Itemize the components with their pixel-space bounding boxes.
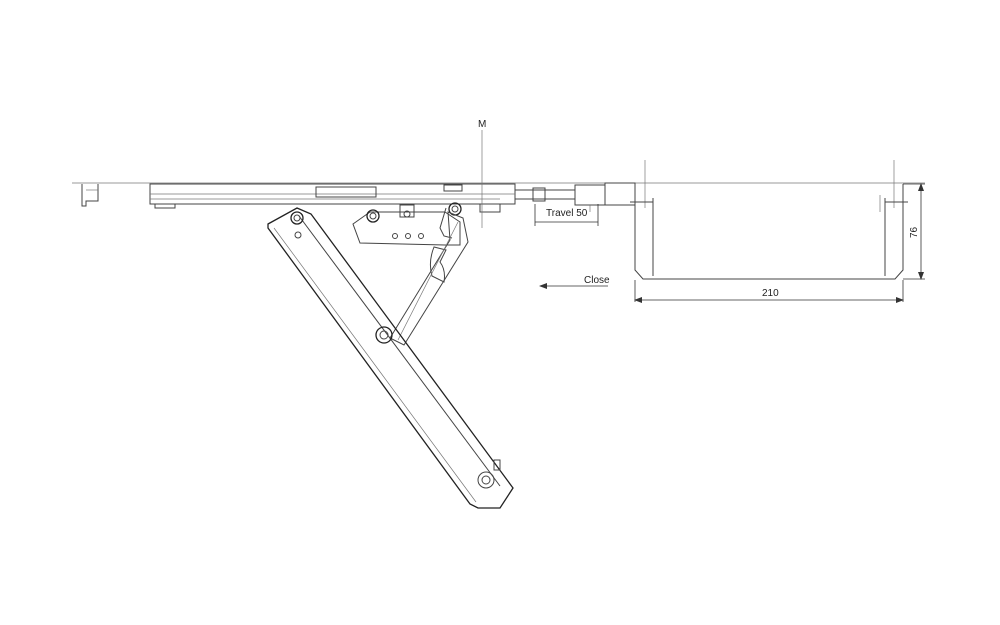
connecting-link <box>389 211 469 346</box>
travel-dimension: Travel 50 <box>534 204 599 226</box>
width-dim-label: 210 <box>762 288 779 299</box>
travel-label: Travel 50 <box>546 208 588 219</box>
height-dimension: 76 <box>903 183 925 280</box>
mechanism-housing <box>149 183 516 213</box>
close-label: Close <box>584 275 610 286</box>
height-dim-label: 76 <box>909 226 920 238</box>
gas-strut-rod <box>515 182 636 212</box>
width-dimension: 210 <box>634 280 904 303</box>
left-end-bracket <box>81 184 99 207</box>
drawer-box <box>630 160 908 280</box>
close-direction: Close <box>539 275 610 289</box>
center-line: M <box>478 119 486 228</box>
main-lever-arm <box>267 207 514 509</box>
lever-plate <box>352 202 462 283</box>
center-mark-label: M <box>478 119 486 130</box>
